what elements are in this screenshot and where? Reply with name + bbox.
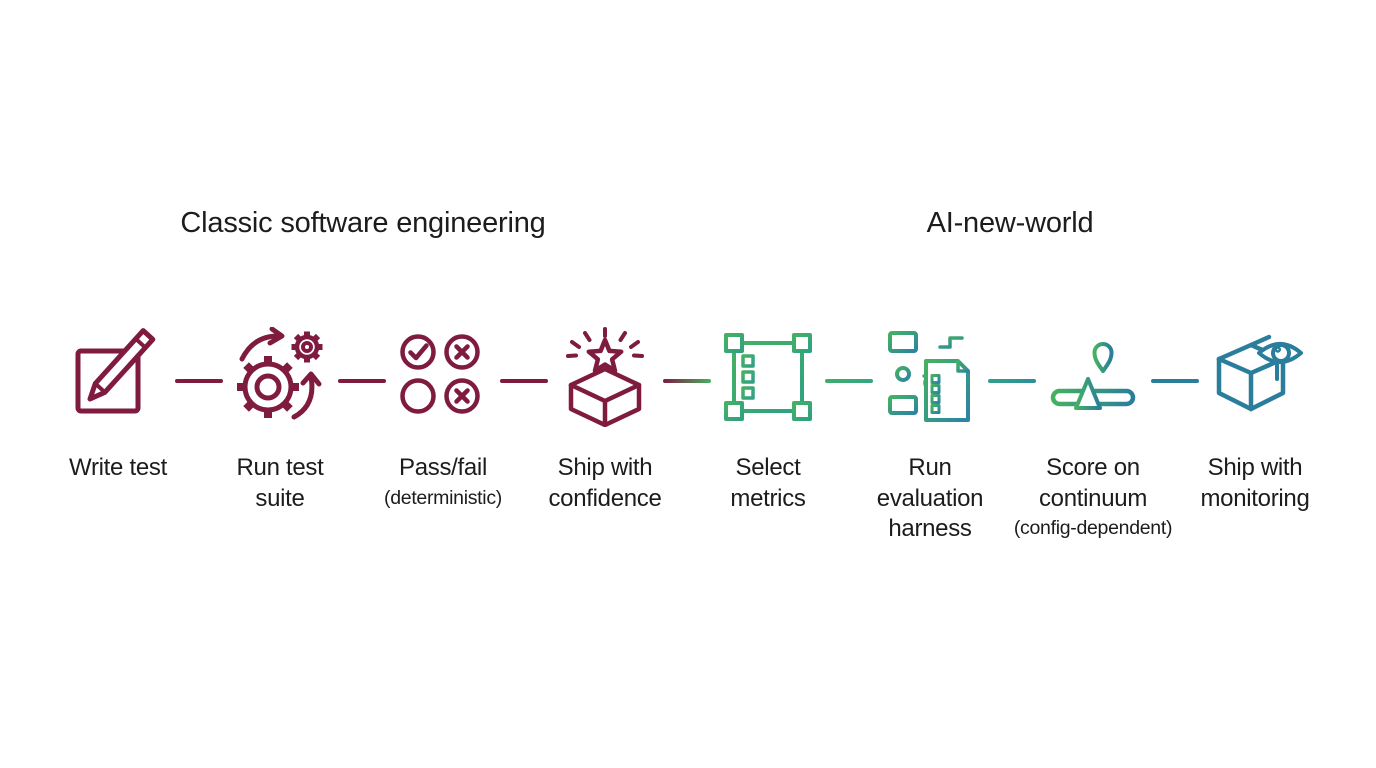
step-label: Pass/fail bbox=[398, 454, 487, 481]
pencil-square-icon bbox=[75, 328, 156, 414]
box-star-burst-icon bbox=[566, 327, 644, 427]
connector-dash bbox=[175, 379, 223, 383]
step-label: Ship with monitoring bbox=[1200, 454, 1310, 512]
step-label: Score on continuum bbox=[1038, 454, 1148, 512]
step-ship-with-monitoring: Ship with monitoring bbox=[1155, 327, 1355, 514]
pass-fail-circles-icon bbox=[400, 334, 480, 414]
connector-dash bbox=[1151, 379, 1199, 383]
gears-cycle-icon bbox=[237, 327, 323, 420]
step-score-on-continuum: Score on continuum (config-dependent) bbox=[993, 327, 1193, 540]
step-run-test-suite: Run test suite bbox=[180, 327, 380, 514]
step-sublabel: (config-dependent) bbox=[1013, 517, 1173, 539]
connector-dash bbox=[338, 379, 386, 383]
flowchart-document-icon bbox=[888, 329, 970, 422]
step-label: Select metrics bbox=[730, 454, 806, 512]
step-label: Run evaluation harness bbox=[876, 454, 984, 542]
step-select-metrics: Select metrics bbox=[668, 327, 868, 514]
connector-dash bbox=[663, 379, 711, 383]
checklist-frame-icon bbox=[724, 333, 812, 421]
connector-dash bbox=[500, 379, 548, 383]
step-label: Write test bbox=[69, 454, 167, 481]
step-sublabel: (deterministic) bbox=[384, 486, 502, 509]
slider-continuum-icon bbox=[1050, 342, 1136, 410]
connector-dash bbox=[988, 379, 1036, 383]
heading-classic-software-engineering: Classic software engineering bbox=[180, 207, 546, 239]
box-eye-icon bbox=[1216, 334, 1303, 412]
step-write-test: Write test bbox=[18, 327, 218, 484]
step-label: Run test suite bbox=[236, 454, 324, 512]
heading-ai-new-world: AI-new-world bbox=[926, 207, 1094, 239]
step-label: Ship with confidence bbox=[548, 454, 662, 512]
step-run-evaluation-harness: Run evaluation harness bbox=[830, 327, 1030, 545]
step-pass-fail: Pass/fail (deterministic) bbox=[343, 327, 543, 510]
step-ship-with-confidence: Ship with confidence bbox=[505, 327, 705, 514]
connector-dash bbox=[825, 379, 873, 383]
